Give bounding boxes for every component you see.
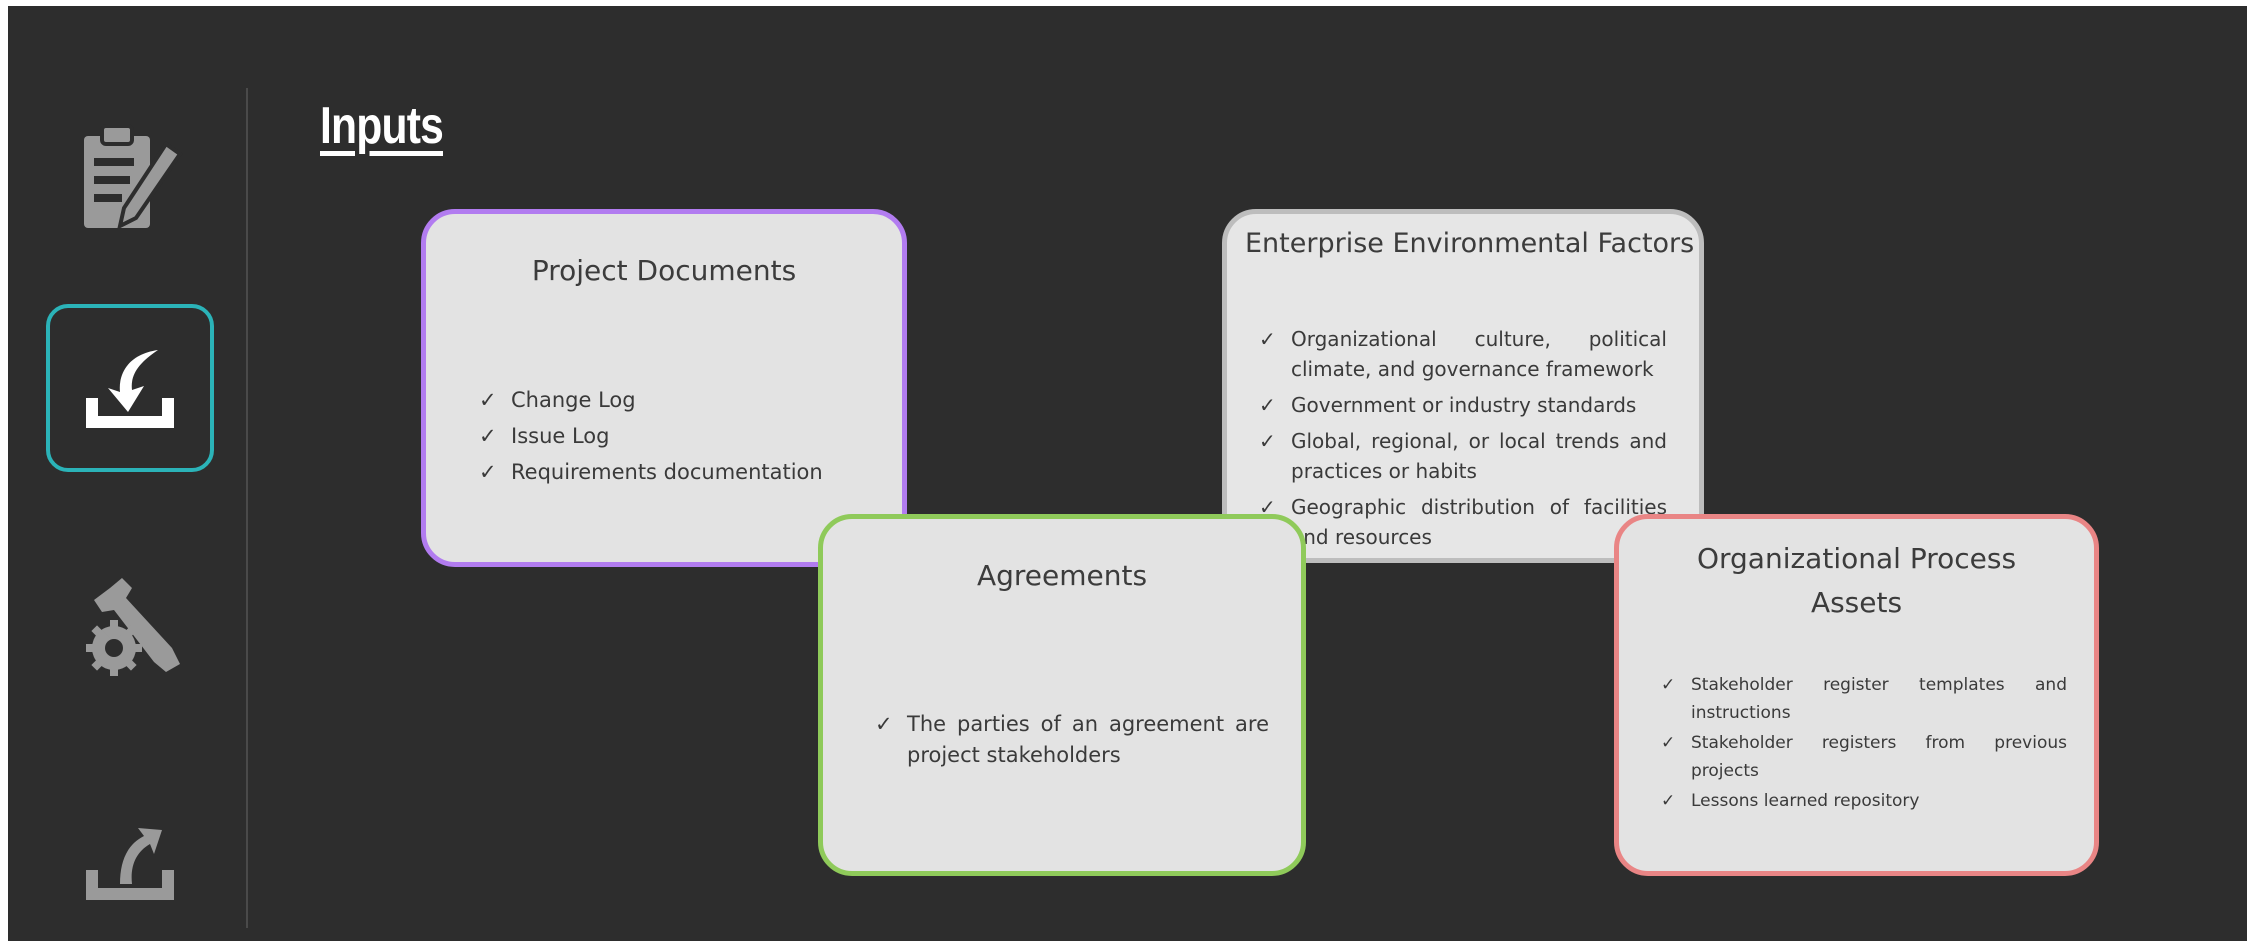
slide: Inputs Project Documents Change Log Issu… [8, 6, 2247, 941]
card-title: Project Documents [531, 254, 797, 287]
card-project-documents: Project Documents Change Log Issue Log R… [421, 209, 907, 567]
card-title: Enterprise Environmental Factors [1245, 228, 1695, 259]
list-item: Issue Log [479, 418, 823, 454]
outbox-upload-icon [86, 828, 174, 900]
list-item: Change Log [479, 382, 823, 418]
card-list: Change Log Issue Log Requirements docume… [479, 382, 823, 490]
sidebar-item-outputs[interactable] [46, 776, 214, 941]
list-item: Requirements documentation [479, 454, 823, 490]
card-list: Organizational culture, political climat… [1259, 324, 1667, 558]
card-enterprise-environmental-factors: Enterprise Environmental Factors Organiz… [1222, 209, 1704, 563]
card-organizational-process-assets: Organizational Process Assets Stakeholde… [1614, 514, 2099, 876]
list-item: Stakeholder register templates and instr… [1661, 671, 2067, 727]
list-item: Stakeholder registers from previous proj… [1661, 729, 2067, 785]
list-item: Organizational culture, political climat… [1259, 324, 1667, 384]
card-title: Organizational Process Assets [1696, 542, 2017, 619]
clipboard-edit-icon [84, 124, 183, 230]
tools-gear-icon [86, 578, 180, 676]
card-title: Agreements [976, 559, 1148, 592]
sidebar-item-tools[interactable] [46, 544, 214, 712]
list-item: Geographic distribution of facilities an… [1259, 492, 1667, 552]
list-item: The parties of an agreement are project … [875, 709, 1269, 771]
sidebar-item-plan[interactable] [46, 94, 214, 262]
sidebar-item-inputs[interactable] [46, 304, 214, 472]
page-title: Inputs [320, 97, 444, 155]
sidebar-divider [246, 88, 248, 928]
card-list: The parties of an agreement are project … [875, 709, 1269, 771]
list-item: Global, regional, or local trends and pr… [1259, 426, 1667, 486]
inbox-download-icon [86, 350, 174, 428]
card-list: Stakeholder register templates and instr… [1661, 671, 2067, 817]
list-item: Lessons learned repository [1661, 787, 2067, 815]
card-agreements: Agreements The parties of an agreement a… [818, 514, 1306, 876]
list-item: Government or industry standards [1259, 390, 1667, 420]
